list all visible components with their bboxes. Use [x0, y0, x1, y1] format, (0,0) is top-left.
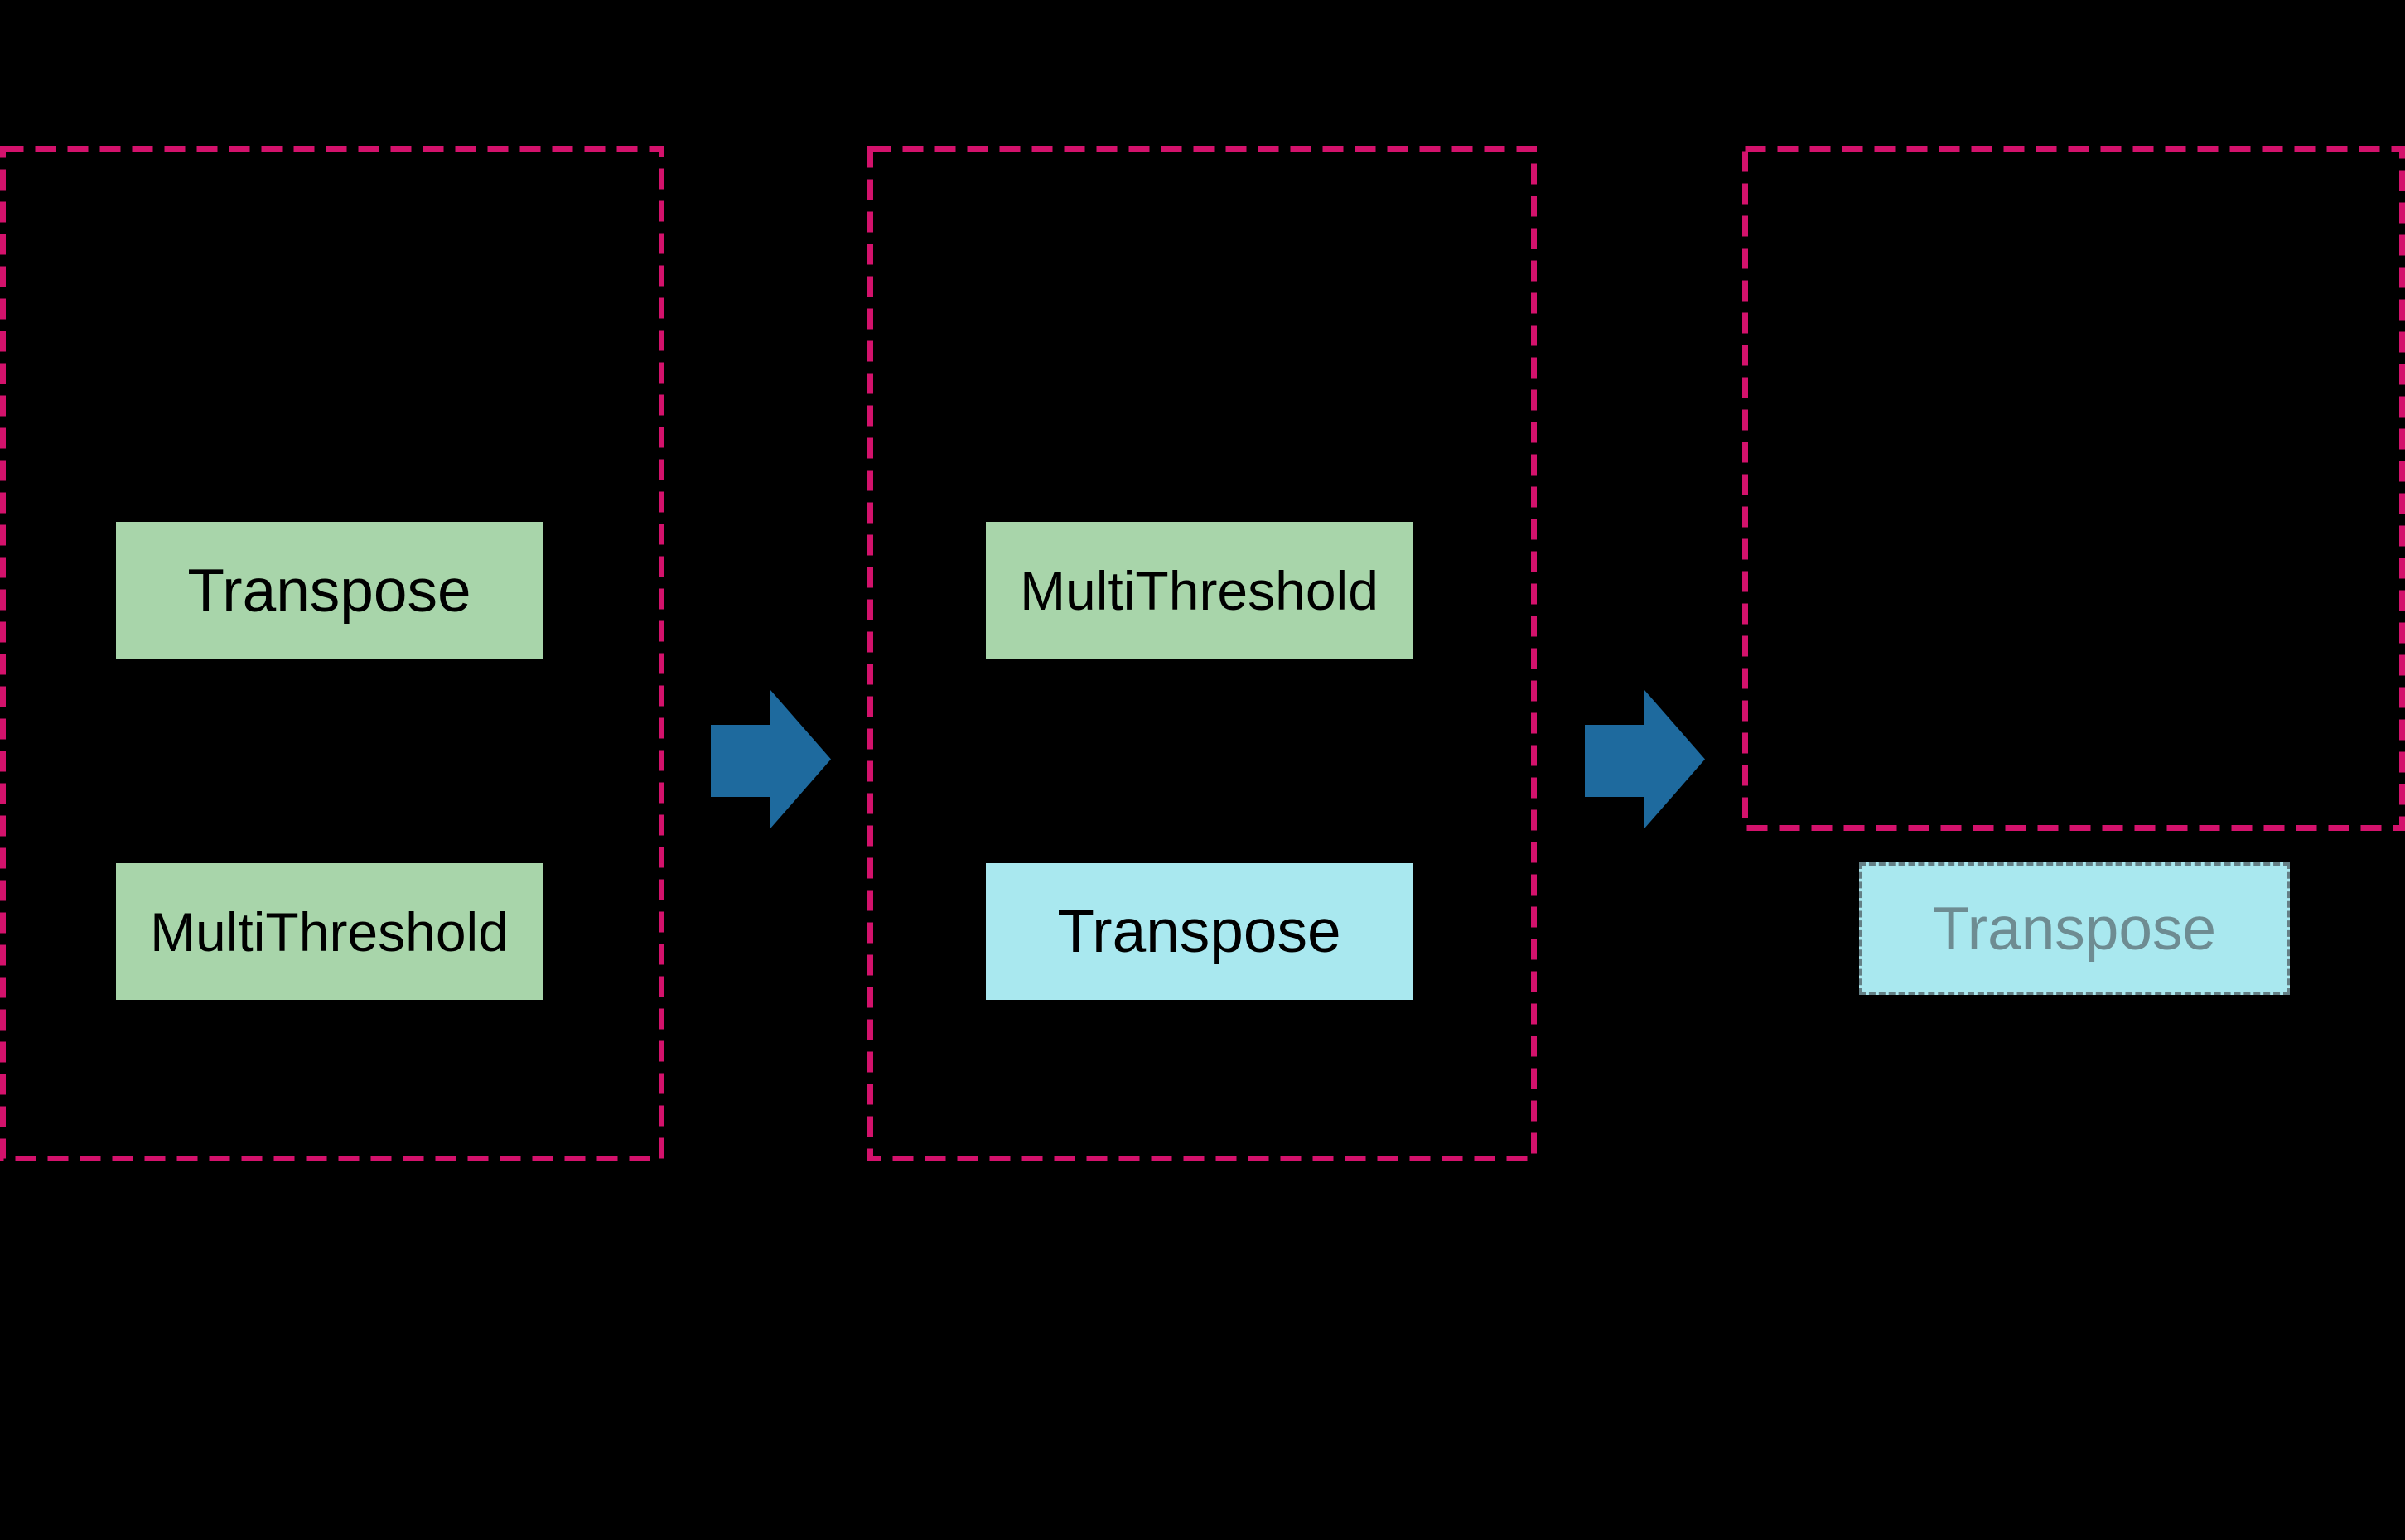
node-label: MultiThreshold: [150, 900, 509, 963]
node-transpose-removed-stage-3: Transpose: [1859, 862, 2290, 995]
node-transpose-stage-2: Transpose: [986, 863, 1413, 1000]
node-label: MultiThreshold: [1020, 560, 1379, 621]
node-label: Transpose: [187, 557, 471, 625]
node-label: Transpose: [1932, 895, 2217, 963]
right-arrow-icon: [1585, 690, 1705, 828]
stage-3-boundary: [1742, 146, 2405, 831]
right-arrow-icon: [711, 690, 831, 828]
node-label: Transpose: [1057, 898, 1341, 965]
stage-1-boundary: [0, 146, 664, 1161]
node-transpose-stage-1: Transpose: [116, 522, 543, 659]
node-multithreshold-stage-1: MultiThreshold: [116, 863, 543, 1000]
stage-2-boundary: [867, 146, 1537, 1161]
node-multithreshold-stage-2: MultiThreshold: [986, 522, 1413, 659]
